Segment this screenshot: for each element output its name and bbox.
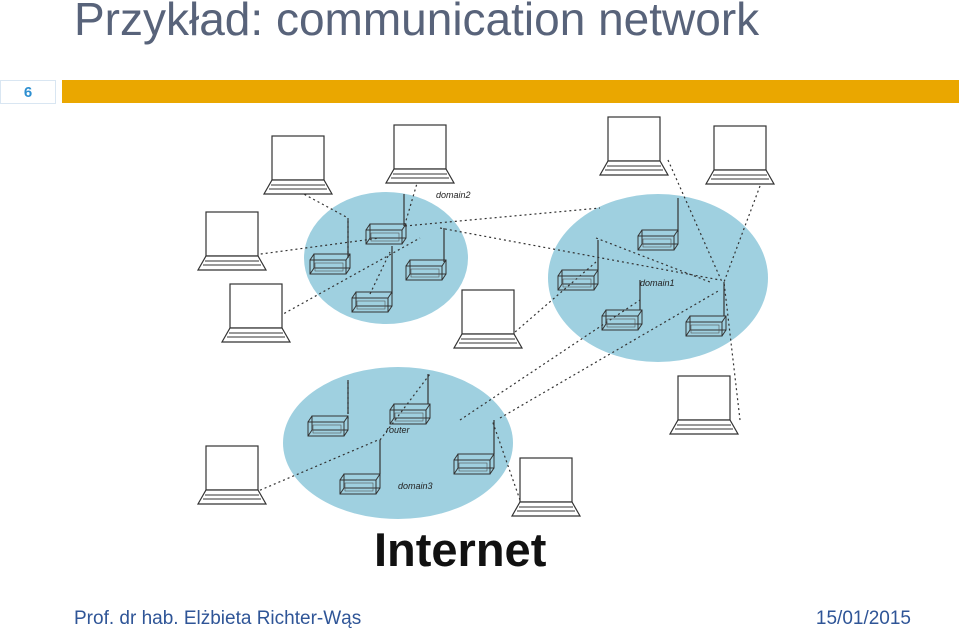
slide-title: Przykład: communication network xyxy=(74,0,760,45)
domain1-cloud xyxy=(548,194,768,362)
label-internet: Internet xyxy=(374,523,547,576)
label-domain1: domain1 xyxy=(640,278,675,288)
label-domain3: domain3 xyxy=(398,481,433,491)
domain3-cloud xyxy=(283,367,513,519)
slide-number: 6 xyxy=(0,80,56,104)
antennas xyxy=(347,194,725,474)
accent-bar xyxy=(62,80,959,103)
label-router: router xyxy=(386,425,411,435)
footer-date: 15/01/2015 xyxy=(815,608,911,629)
footer-author: Prof. dr hab. Elżbieta Richter-Wąs xyxy=(74,608,362,629)
domain2-cloud xyxy=(304,192,468,324)
label-domain2: domain2 xyxy=(436,190,471,200)
